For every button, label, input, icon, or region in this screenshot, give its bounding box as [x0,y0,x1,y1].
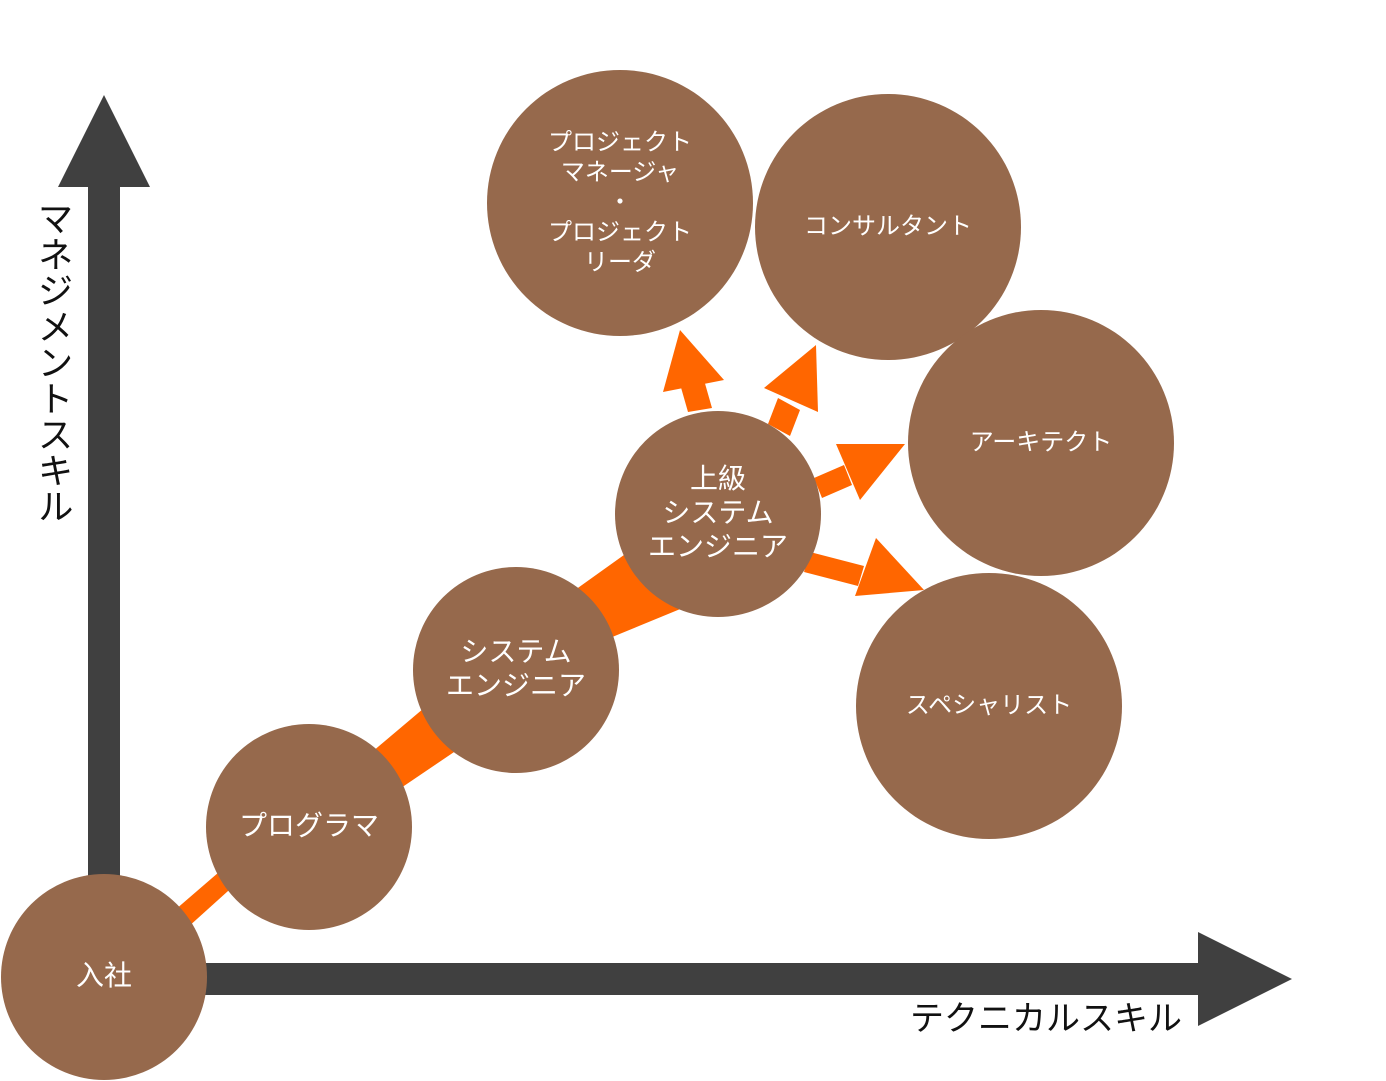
node-label-line: 入社 [76,959,132,992]
arrow-shaft [768,398,800,436]
node-circle [487,70,753,336]
arrow-head [663,330,724,392]
node-label-line: マネージャ [561,158,679,186]
node-join: 入社 [1,874,207,1080]
arrow-head [836,444,905,500]
node-programmer: プログラマ [206,724,412,930]
branch-arrows [663,330,924,596]
node-circle [856,573,1122,839]
node-circle [615,411,821,617]
node-consultant: コンサルタント [755,94,1021,360]
node-circle [908,310,1174,576]
node-label-line: コンサルタント [804,212,972,240]
node-label-line: エンジニア [648,530,788,563]
arrow-shaft [814,465,852,498]
node-label-line: ・ [608,188,632,216]
node-specialist: スペシャリスト [856,573,1122,839]
x-axis-arrowhead [1198,932,1292,1026]
node-circle [413,567,619,773]
node-architect: アーキテクト [908,310,1174,576]
node-label-line: プロジェクト [548,218,692,246]
arrow-to-architect [814,444,905,500]
node-label-line: システム [460,635,571,668]
node-label-line: プログラマ [239,809,379,842]
x-axis-label: テクニカルスキル [910,999,1182,1039]
node-label-line: リーダ [584,248,656,276]
node-label-line: プロジェクト [548,128,692,156]
node-circle [206,724,412,930]
y-axis-label: マネジメントスキル [32,200,73,524]
node-circle [755,94,1021,360]
arrow-shaft [804,552,864,586]
node-label-line: エンジニア [446,669,586,702]
y-axis [58,95,150,995]
arrow-to-consultant [764,345,818,436]
x-axis [100,932,1292,1026]
node-label-line: 上級 [690,462,746,495]
y-axis-arrowhead [58,95,150,187]
arrow-head [764,345,818,412]
arrow-to-project-manager [663,330,724,412]
arrow-shaft [680,380,712,412]
arrow-head [855,538,924,596]
arrow-to-specialist [804,538,924,596]
y-axis-shaft [88,185,120,995]
nodes: 入社プログラマシステムエンジニア上級システムエンジニアプロジェクトマネージャ・プ… [1,70,1174,1080]
x-axis-shaft [100,963,1202,995]
node-label-line: アーキテクト [970,428,1113,456]
node-label-line: スペシャリスト [906,691,1072,719]
node-label-line: システム [662,496,773,529]
node-circle [1,874,207,1080]
